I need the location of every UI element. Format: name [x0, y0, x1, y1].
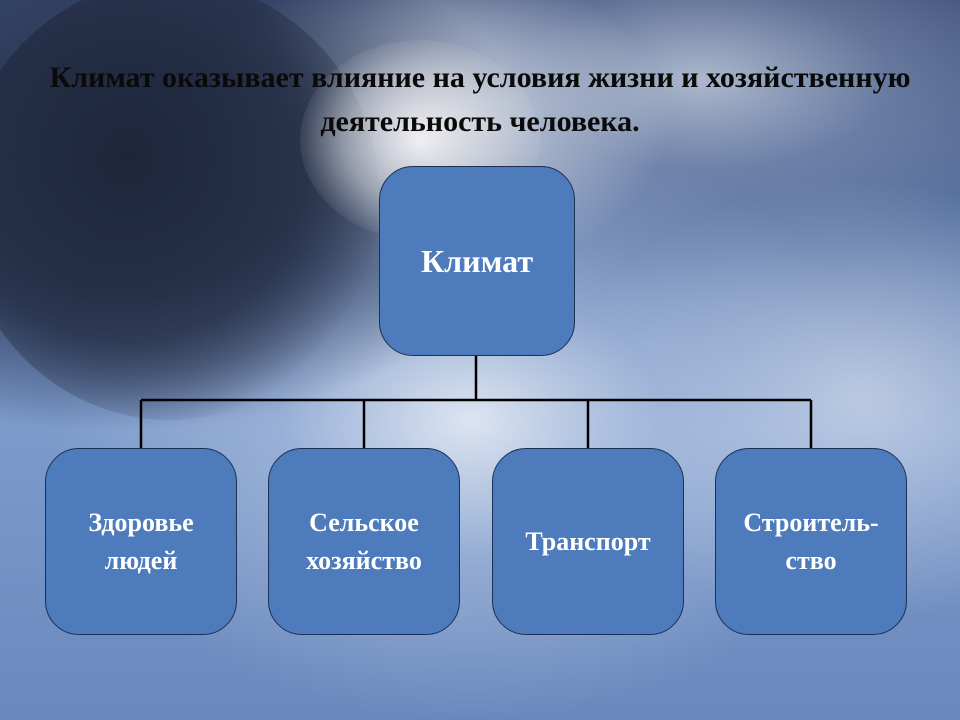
root-node-climate: Климат	[379, 166, 575, 356]
child-node-agriculture: Сельское хозяйство	[268, 448, 460, 635]
slide-title: Климат оказывает влияние на условия жизн…	[49, 61, 911, 138]
dark-cloud	[0, 0, 380, 420]
child-node-construction: Строитель- ство	[715, 448, 907, 635]
child-node-health: Здоровье людей	[45, 448, 237, 635]
child-node-transport: Транспорт	[492, 448, 684, 635]
